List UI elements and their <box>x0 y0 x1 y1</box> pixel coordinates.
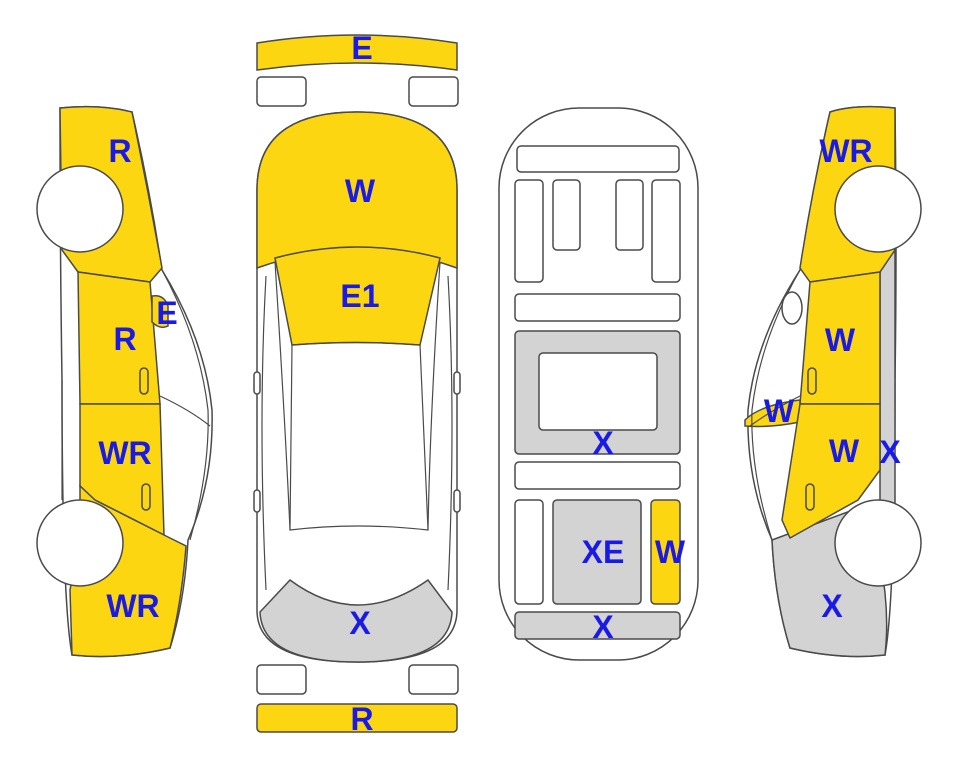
right-front-door-handle[interactable] <box>807 367 817 395</box>
label-left-rear-door: WR <box>98 435 151 471</box>
label-right-rear-quarter: X <box>821 588 843 624</box>
right-rocker[interactable] <box>879 251 896 523</box>
floor-front-right-inner[interactable] <box>615 179 644 251</box>
label-right-rocker: X <box>879 434 901 470</box>
floor-rear-left-panel[interactable] <box>552 499 642 605</box>
top-view: E W E1 X R <box>253 30 461 737</box>
right-window-vent <box>781 291 803 325</box>
left-window-line <box>161 269 209 541</box>
floor-crossmember-2[interactable] <box>514 461 681 490</box>
left-rear-mirror-top <box>253 489 261 513</box>
left-door-line <box>274 261 291 531</box>
left-rear-wheel[interactable] <box>36 499 124 587</box>
left-side-view: R E R WR WR <box>36 105 213 658</box>
floor-crossmember-1[interactable] <box>514 293 681 322</box>
right-rear-door-handle[interactable] <box>805 483 815 511</box>
label-left-mirror: E <box>156 295 177 331</box>
right-side-view: WR W W W X X <box>744 105 922 658</box>
label-right-front-fender: WR <box>819 133 872 169</box>
front-left-light[interactable] <box>256 76 307 107</box>
label-right-rear-door: W <box>829 433 860 469</box>
right-door-line <box>427 261 441 531</box>
label-rear-bumper: R <box>350 701 373 737</box>
left-mirror-top <box>253 371 261 395</box>
right-rear-wheel[interactable] <box>834 499 922 587</box>
rear-window[interactable] <box>259 578 453 663</box>
left-mirror[interactable] <box>151 294 169 329</box>
label-rear-window: X <box>349 605 371 641</box>
left-window-divider <box>159 395 211 427</box>
label-left-front-door: R <box>113 321 136 357</box>
right-side-window <box>447 275 453 591</box>
left-front-door-handle[interactable] <box>139 367 149 395</box>
rear-left-light[interactable] <box>256 664 307 695</box>
rear-bumper[interactable] <box>256 703 458 733</box>
label-right-mirror: W <box>764 393 795 429</box>
floor-rear-left-rail[interactable] <box>514 499 544 605</box>
floor-rear-right-panel[interactable] <box>650 499 681 605</box>
rear-right-light[interactable] <box>408 664 459 695</box>
left-front-wheel[interactable] <box>36 165 124 253</box>
floor-back-panel[interactable] <box>514 611 681 640</box>
left-rear-door-handle[interactable] <box>141 483 151 511</box>
label-right-front-door: W <box>825 322 856 358</box>
label-left-front-fender: R <box>108 133 131 169</box>
label-hood: W <box>345 173 376 209</box>
floor-front-bar[interactable] <box>516 145 680 173</box>
label-left-rear-quarter: WR <box>106 588 159 624</box>
floor-view: X XE W X <box>498 107 699 661</box>
label-floor-center: X <box>592 425 614 461</box>
right-window-divider <box>749 395 801 427</box>
front-right-light[interactable] <box>408 76 459 107</box>
right-front-wheel[interactable] <box>834 165 922 253</box>
left-side-window <box>261 275 267 591</box>
floor-front-right-rail[interactable] <box>651 179 681 283</box>
label-floor-rear-right: W <box>655 534 686 570</box>
label-floor-rear-left: XE <box>582 534 625 570</box>
floor-center-inner <box>538 352 658 431</box>
floor-front-left-rail[interactable] <box>514 179 544 283</box>
right-mirror-top <box>453 371 461 395</box>
label-windshield: E1 <box>340 278 379 314</box>
label-front-bumper: E <box>351 30 372 66</box>
floor-front-left-inner[interactable] <box>552 179 581 251</box>
right-rear-mirror-top <box>453 489 461 513</box>
right-window-line <box>751 269 801 541</box>
front-bumper[interactable] <box>256 34 458 71</box>
label-floor-back: X <box>592 609 614 645</box>
